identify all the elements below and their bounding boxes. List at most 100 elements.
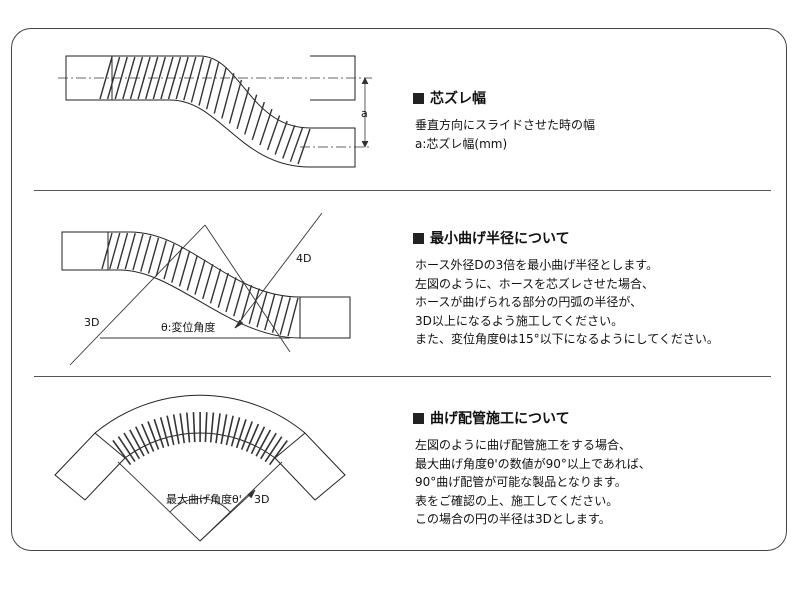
body-line: ホースが曲げられる部分の円弧の半径が、 [415, 295, 643, 309]
corrugation-rib [117, 436, 136, 463]
corrugation-rib [282, 125, 296, 159]
corrugation-rib [221, 73, 235, 119]
corrugation-rib [202, 264, 214, 300]
corrugation-rib [129, 429, 145, 457]
corrugation-rib [122, 56, 136, 100]
section-body: 垂直方向にスライドさせた時の幅 a:芯ズレ幅(mm) [415, 116, 783, 153]
corrugation-rib [132, 233, 144, 271]
corrugation-rib [250, 426, 266, 455]
corrugation-rib [186, 412, 191, 443]
corrugation-rib [209, 412, 215, 443]
radius-label: 3D [254, 493, 269, 506]
body-line: この場合の円の半径は3Dとします。 [415, 512, 611, 526]
corrugation-rib [140, 235, 152, 272]
corrugation-rib [264, 293, 276, 331]
corrugation-rib [147, 237, 160, 274]
corrugation-rib [152, 56, 166, 100]
corrugation-rib [155, 240, 167, 277]
corrugation-rib [99, 56, 113, 100]
corrugation-rib [213, 67, 227, 114]
dimension-a-label: a [361, 107, 368, 120]
corrugation-rib [123, 432, 141, 460]
radius-4d-label: 4D [296, 252, 311, 265]
corrugation-rib [163, 243, 175, 280]
corrugation-rib [141, 423, 155, 452]
corrugation-rib [116, 232, 129, 270]
body-line: 3D以上になるよう施工してください。 [415, 313, 624, 328]
corrugation-rib [248, 288, 260, 325]
body-line: ホース外径Dの3倍を最小曲げ半径とします。 [415, 258, 659, 272]
corrugation-rib [172, 414, 180, 445]
corrugation-rib [215, 413, 221, 444]
corrugation-rib [204, 412, 208, 443]
section-body: 左図のように曲げ配管施工をする場合、最大曲げ角度θ'の数値が90°以上であれば、… [415, 436, 783, 529]
body-line: 左図のように曲げ配管施工をする場合、 [415, 438, 632, 452]
corrugation-rib [192, 412, 196, 443]
corrugation-rib [171, 247, 183, 283]
corrugation-rib [209, 268, 222, 304]
corrugation-rib [240, 421, 253, 450]
body-line: 90°曲げ配管が可能な製品となります。 [415, 475, 627, 489]
corrugation-rib [230, 417, 241, 447]
body-line: 左図のように、ホースを芯ズレさせた場合、 [415, 276, 655, 291]
corrugation-rib [240, 284, 253, 321]
corrugation-rib [225, 415, 234, 446]
corrugation-rib [233, 281, 245, 317]
corrugation-rib [236, 87, 250, 130]
corrugation-rib [217, 272, 229, 308]
corrugation-rib [178, 251, 191, 287]
square-bullet-icon [413, 92, 424, 104]
section-bent-piping: 曲げ配管施工について 左図のように曲げ配管施工をする場合、最大曲げ角度θ'の数値… [413, 408, 783, 529]
corrugation-rib [245, 423, 260, 452]
section-divider [34, 376, 771, 377]
section-min-bend-radius: 最小曲げ半径について ホース外径Dの3倍を最小曲げ半径とします。左図のように、ホ… [413, 228, 783, 349]
corrugation-rib [297, 128, 311, 165]
corrugation-rib [274, 120, 288, 155]
corrugation-rib [228, 79, 243, 124]
section-heading: 最小曲げ半径について [430, 231, 570, 247]
section-body: ホース外径Dの3倍を最小曲げ半径とします。左図のように、ホースを芯ズレさせた場合… [415, 256, 783, 349]
corrugation-rib [124, 232, 136, 270]
section-divider [34, 190, 771, 191]
corrugation-rib [183, 56, 197, 101]
corrugation-rib [244, 94, 258, 135]
content-card [11, 28, 787, 551]
body-line: また、変位角度θは15°以下になるようにしてください。 [415, 332, 719, 346]
corrugation-rib [109, 232, 121, 270]
body-line: a:芯ズレ幅(mm) [415, 136, 508, 151]
corrugation-rib [159, 417, 170, 447]
section-heading: 曲げ配管施工について [430, 411, 570, 427]
corrugation-rib [271, 295, 284, 333]
corrugation-rib [153, 418, 165, 449]
corrugation-rib [279, 297, 291, 335]
body-line: 表をご確認の上、施工してください。 [415, 493, 619, 508]
corrugation-rib [220, 414, 228, 445]
corrugation-rib [194, 259, 206, 295]
corrugation-rib [166, 415, 175, 446]
max-bend-angle-label: 最大曲げ角度θ' [166, 492, 242, 506]
radius-3d-label: 3D [84, 316, 99, 329]
corrugation-rib [205, 62, 220, 110]
corrugation-rib [255, 429, 272, 457]
corrugation-rib [147, 421, 160, 450]
square-bullet-icon [413, 232, 424, 244]
displacement-angle-label: θ:変位角度 [161, 320, 215, 334]
corrugation-rib [135, 426, 150, 455]
corrugation-rib [251, 101, 265, 141]
corrugation-rib [264, 436, 283, 463]
square-bullet-icon [413, 412, 424, 424]
corrugation-rib [186, 255, 198, 291]
corrugation-rib [101, 232, 113, 270]
corrugation-rib [190, 57, 205, 103]
body-line: 垂直方向にスライドさせた時の幅 [415, 118, 596, 132]
corrugation-rib [225, 277, 237, 313]
corrugation-rib [287, 297, 299, 337]
corrugation-rib [266, 115, 281, 151]
corrugation-rib [112, 439, 132, 466]
corrugation-rib [179, 413, 186, 444]
corrugation-rib [289, 127, 304, 162]
